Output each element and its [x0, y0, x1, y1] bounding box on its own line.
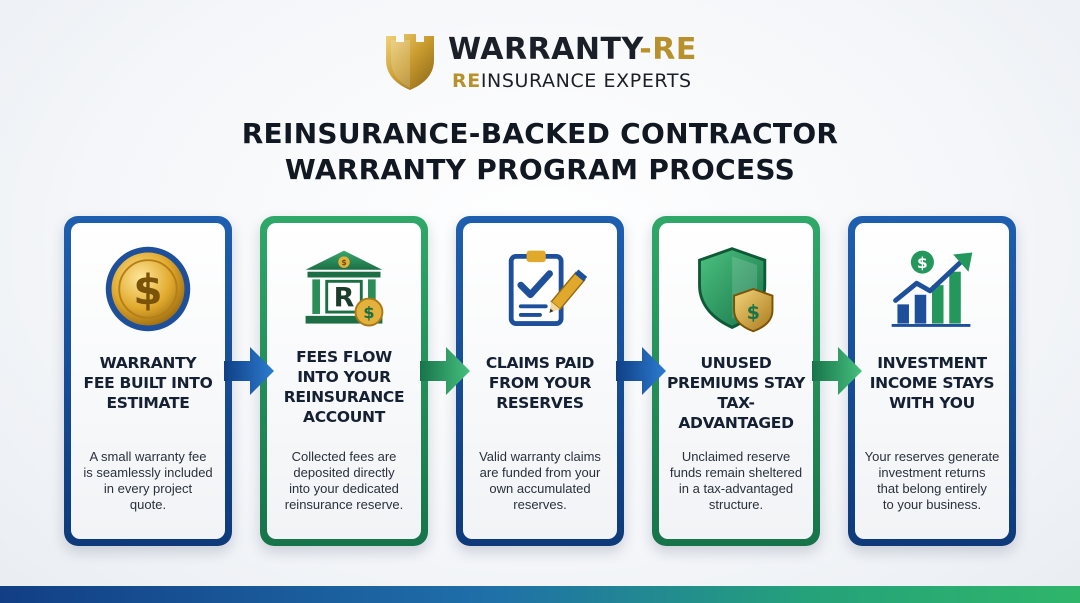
page-title: REINSURANCE-BACKED CONTRACTOR WARRANTY P…: [0, 116, 1080, 188]
growth-chart-icon: $: [891, 250, 973, 327]
dollar-coin-icon: $: [105, 246, 191, 332]
svg-text:$: $: [341, 258, 346, 267]
step-card-4: $ UNUSED PREMIUMS STAY TAX-ADVANTAGED Un…: [652, 216, 820, 546]
brand-name: WARRANTY-RE: [448, 32, 697, 67]
step-description: A small warranty fee is seamlessly inclu…: [83, 449, 213, 512]
arrow-right-icon: [420, 347, 470, 395]
step-card-3: CLAIMS PAID FROM YOUR RESERVES Valid war…: [456, 216, 624, 546]
step-title: UNUSED PREMIUMS STAY TAX-ADVANTAGED: [666, 354, 805, 432]
step-card-5: $ INVESTMENT INCOME STAYS WITH YOU Your …: [848, 216, 1016, 546]
bank-reserve-icon: $ R $: [305, 250, 384, 327]
page-title-line: REINSURANCE-BACKED CONTRACTOR: [241, 117, 839, 150]
step-title: FEES FLOW INTO YOUR REINSURANCE ACCOUNT: [283, 348, 405, 426]
brand-tagline: REINSURANCE EXPERTS: [452, 70, 692, 92]
svg-text:$: $: [747, 301, 760, 324]
svg-text:$: $: [133, 265, 162, 314]
svg-text:$: $: [363, 303, 374, 322]
arrow-right-icon: [616, 347, 666, 395]
svg-text:$: $: [917, 254, 928, 272]
page-title-line: WARRANTY PROGRAM PROCESS: [284, 153, 796, 186]
step-card-1: $ WARRANTY FEE BUILT INTO ESTIMATE A sma…: [64, 216, 232, 546]
bottom-gradient-bar: [0, 586, 1080, 603]
step-description: Unclaimed reserve funds remain sheltered…: [669, 449, 803, 512]
shield-logo-icon: [386, 34, 434, 90]
step-description: Your reserves generate investment return…: [864, 449, 1000, 512]
shield-dollar-icon: $: [698, 247, 774, 333]
step-title: CLAIMS PAID FROM YOUR RESERVES: [485, 354, 595, 412]
step-description: Valid warranty claims are funded from yo…: [479, 449, 601, 512]
step-description: Collected fees are deposited directly in…: [284, 449, 404, 512]
arrow-right-icon: [224, 347, 274, 395]
clipboard-check-icon: [508, 250, 588, 326]
svg-text:R: R: [334, 282, 355, 313]
arrow-right-icon: [812, 347, 862, 395]
step-title: WARRANTY FEE BUILT INTO ESTIMATE: [83, 354, 213, 412]
step-title: INVESTMENT INCOME STAYS WITH YOU: [869, 354, 995, 412]
brand-logo: WARRANTY-RE REINSURANCE EXPERTS: [382, 30, 712, 96]
step-card-2: $ R $ FEES FLOW INTO YOUR REINSURANCE AC…: [260, 216, 428, 546]
